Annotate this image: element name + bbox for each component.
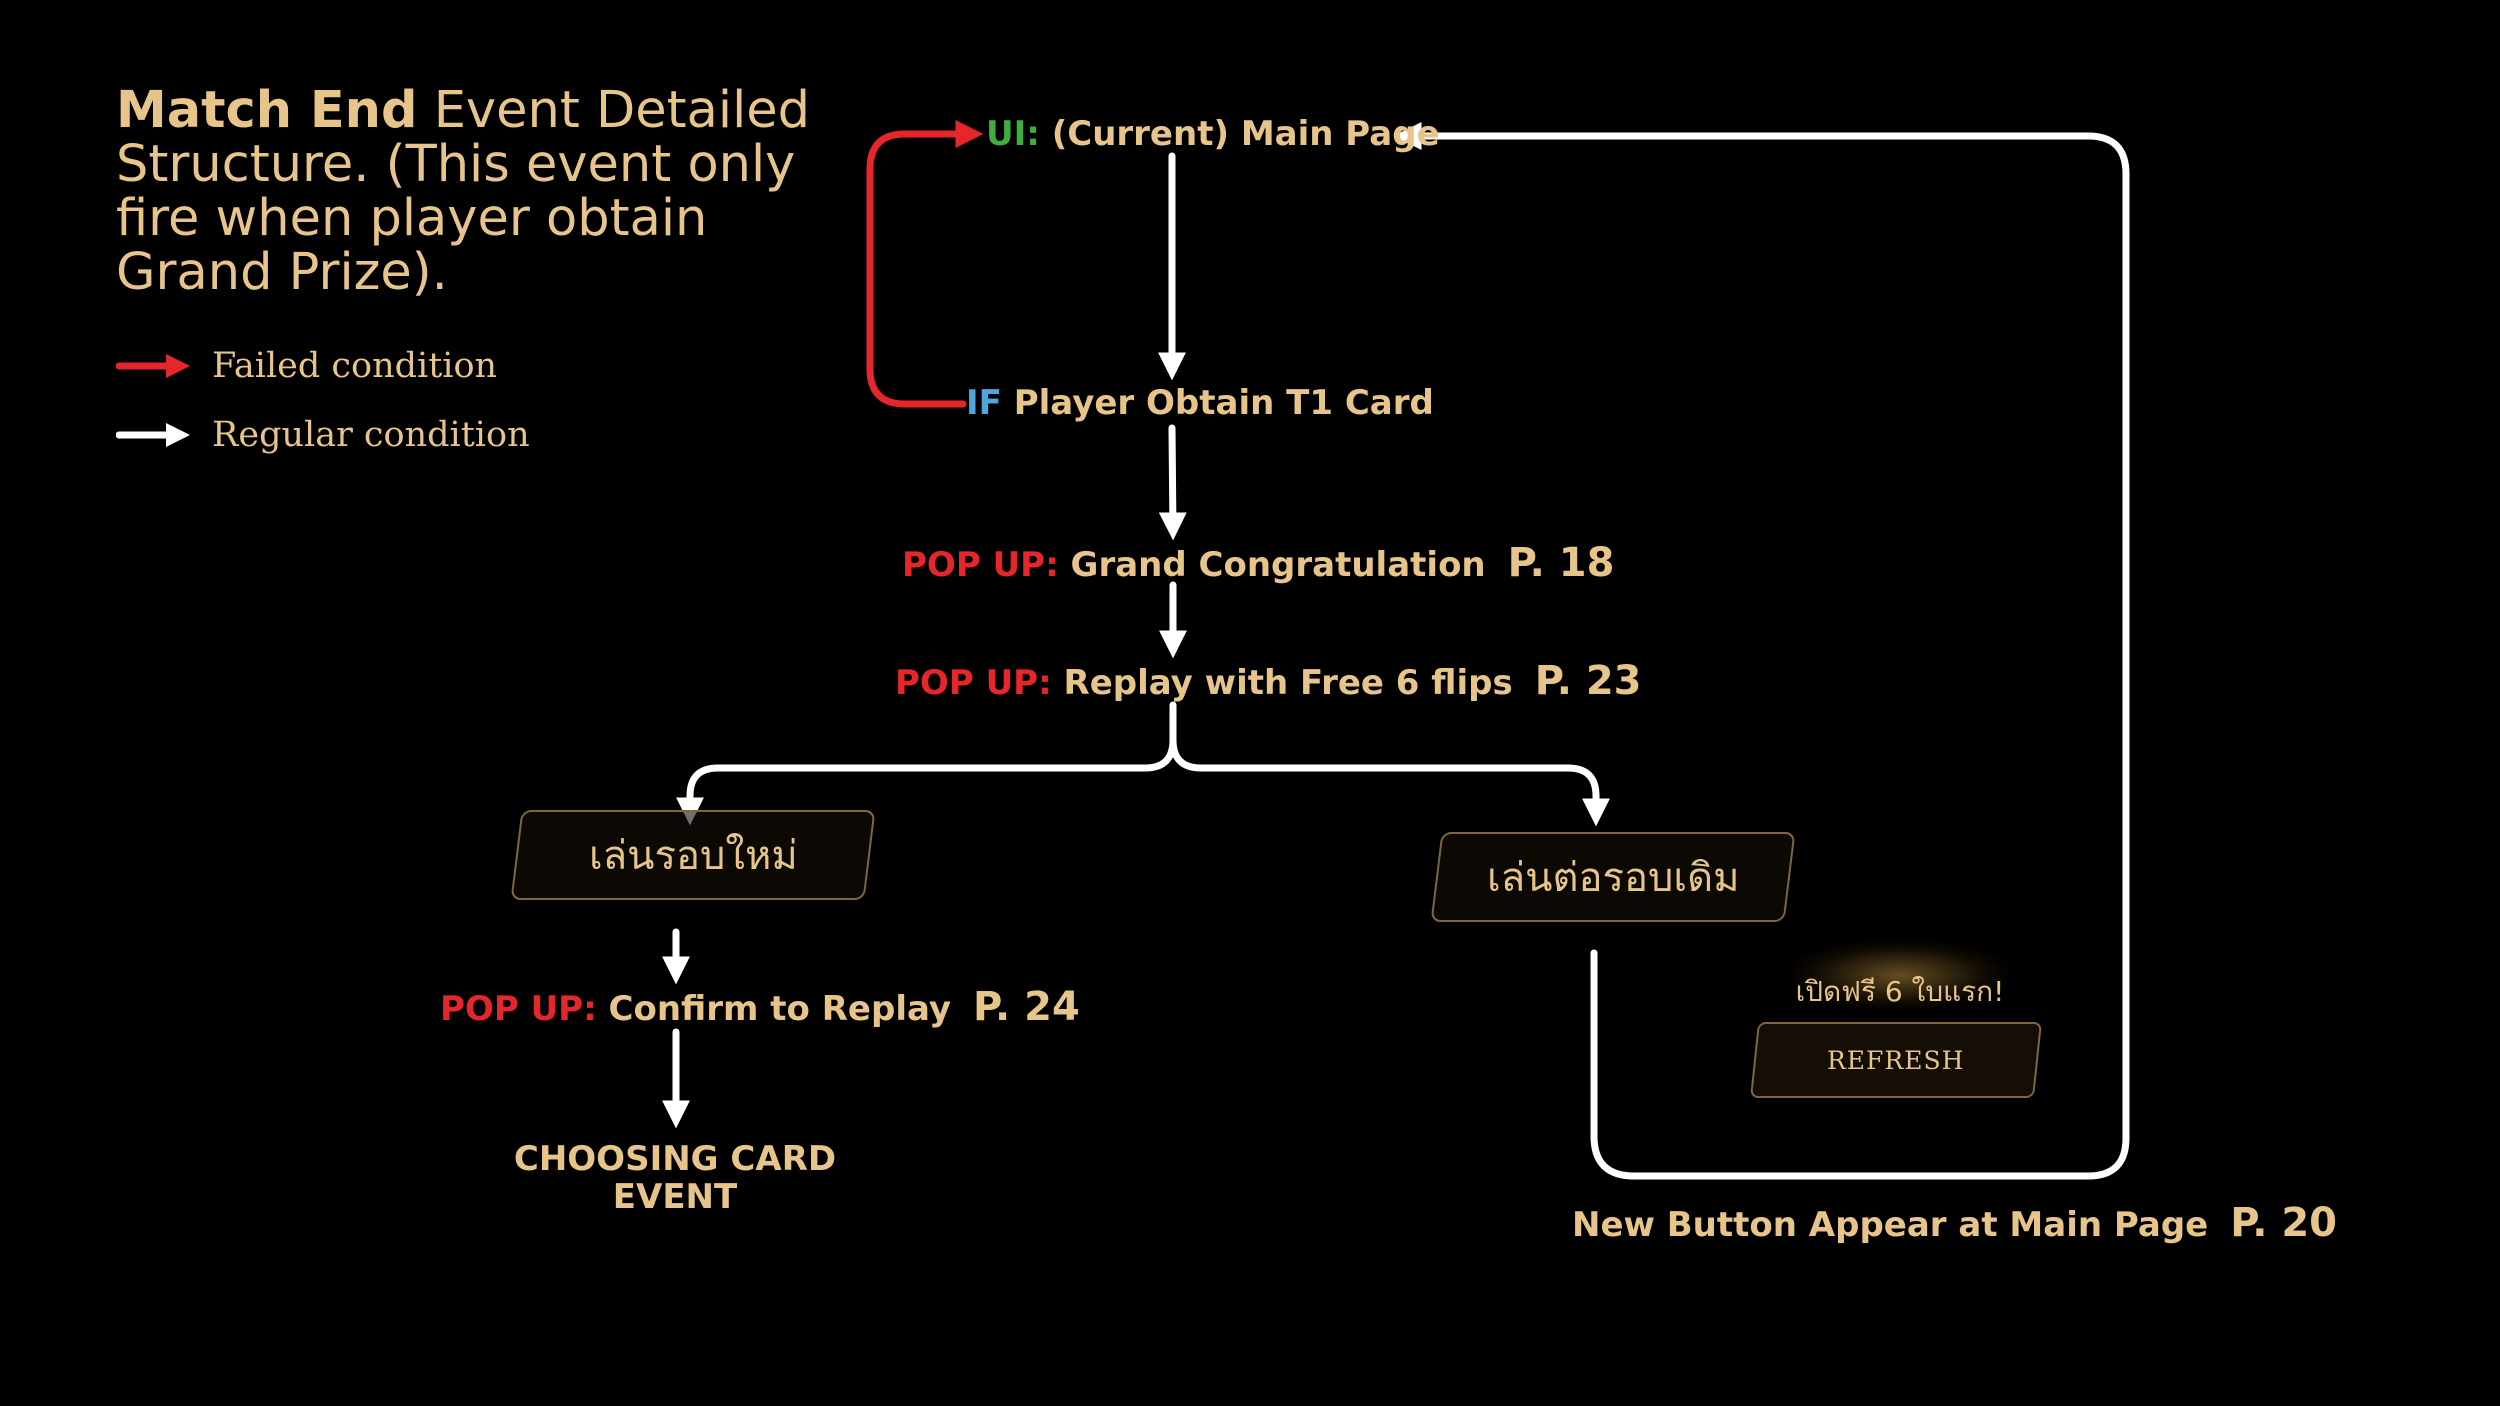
page-ref: P. 24 [973, 984, 1080, 1030]
arrow-failed-loop [866, 120, 984, 408]
arrow-loop-back-to-main [1393, 122, 2130, 1180]
continue-round-button[interactable]: เล่นต่อรอบเดิม [1430, 832, 1796, 922]
legend-regular: Regular condition [116, 415, 530, 455]
main-page-label: (Current) Main Page [1039, 114, 1440, 154]
node-if-t1-card: IF Player Obtain T1 Card [966, 383, 1434, 423]
refresh-caption: เปิดฟรี 6 ใบแรก! [1795, 975, 2005, 1008]
if-tag: IF [966, 383, 1002, 423]
node-new-button-appear: New Button Appear at Main Page P. 20 [1572, 1200, 2337, 1246]
arrow-if-to-grand [1158, 424, 1187, 541]
red-arrow-icon [116, 354, 190, 378]
legend-failed-label: Failed condition [212, 346, 498, 386]
refresh-button[interactable]: REFRESH [1750, 1022, 2042, 1098]
refresh-glow [1790, 940, 2010, 1010]
popup-tag: POP UP: [895, 663, 1052, 703]
replay-label: Replay with Free 6 flips [1051, 663, 1513, 703]
refresh-button-label: REFRESH [1827, 1045, 1965, 1075]
page-ref: P. 18 [1507, 540, 1615, 586]
title-strong: Match End [116, 81, 418, 140]
legend-regular-label: Regular condition [212, 415, 530, 455]
popup-tag: POP UP: [902, 545, 1059, 585]
legend-failed: Failed condition [116, 346, 497, 386]
popup-tag: POP UP: [440, 989, 597, 1029]
if-t1-label: Player Obtain T1 Card [1001, 383, 1434, 423]
confirm-label: Confirm to Replay [596, 989, 952, 1029]
page-ref: P. 20 [2230, 1200, 2338, 1246]
node-grand-congratulation: POP UP: Grand Congratulation P. 18 [902, 540, 1614, 586]
node-confirm-replay: POP UP: Confirm to Replay P. 24 [440, 984, 1080, 1030]
page-ref: P. 23 [1534, 658, 1642, 704]
node-replay-free-flips: POP UP: Replay with Free 6 flips P. 23 [895, 658, 1642, 704]
white-arrow-icon [116, 423, 190, 447]
continue-round-label: เล่นต่อรอบเดิม [1486, 855, 1740, 901]
node-main-page: UI: (Current) Main Page [986, 114, 1440, 154]
diagram-title: Match End Event Detailed Structure. (Thi… [116, 84, 836, 300]
grand-label: Grand Congratulation [1058, 545, 1486, 585]
play-new-round-label: เล่นรอบใหม่ [588, 833, 798, 879]
node-choosing-card-event: CHOOSING CARD EVENT [513, 1139, 837, 1217]
arrow-branch-left [676, 701, 1177, 826]
new-button-label: New Button Appear at Main Page [1572, 1205, 2209, 1245]
ui-tag: UI: [986, 114, 1040, 154]
refresh-preview: เปิดฟรี 6 ใบแรก! REFRESH [1750, 940, 2050, 1100]
arrow-branch-right [1169, 736, 1610, 827]
title-rest: Event Detailed Structure. (This event on… [116, 81, 811, 302]
play-new-round-button[interactable]: เล่นรอบใหม่ [510, 810, 876, 900]
